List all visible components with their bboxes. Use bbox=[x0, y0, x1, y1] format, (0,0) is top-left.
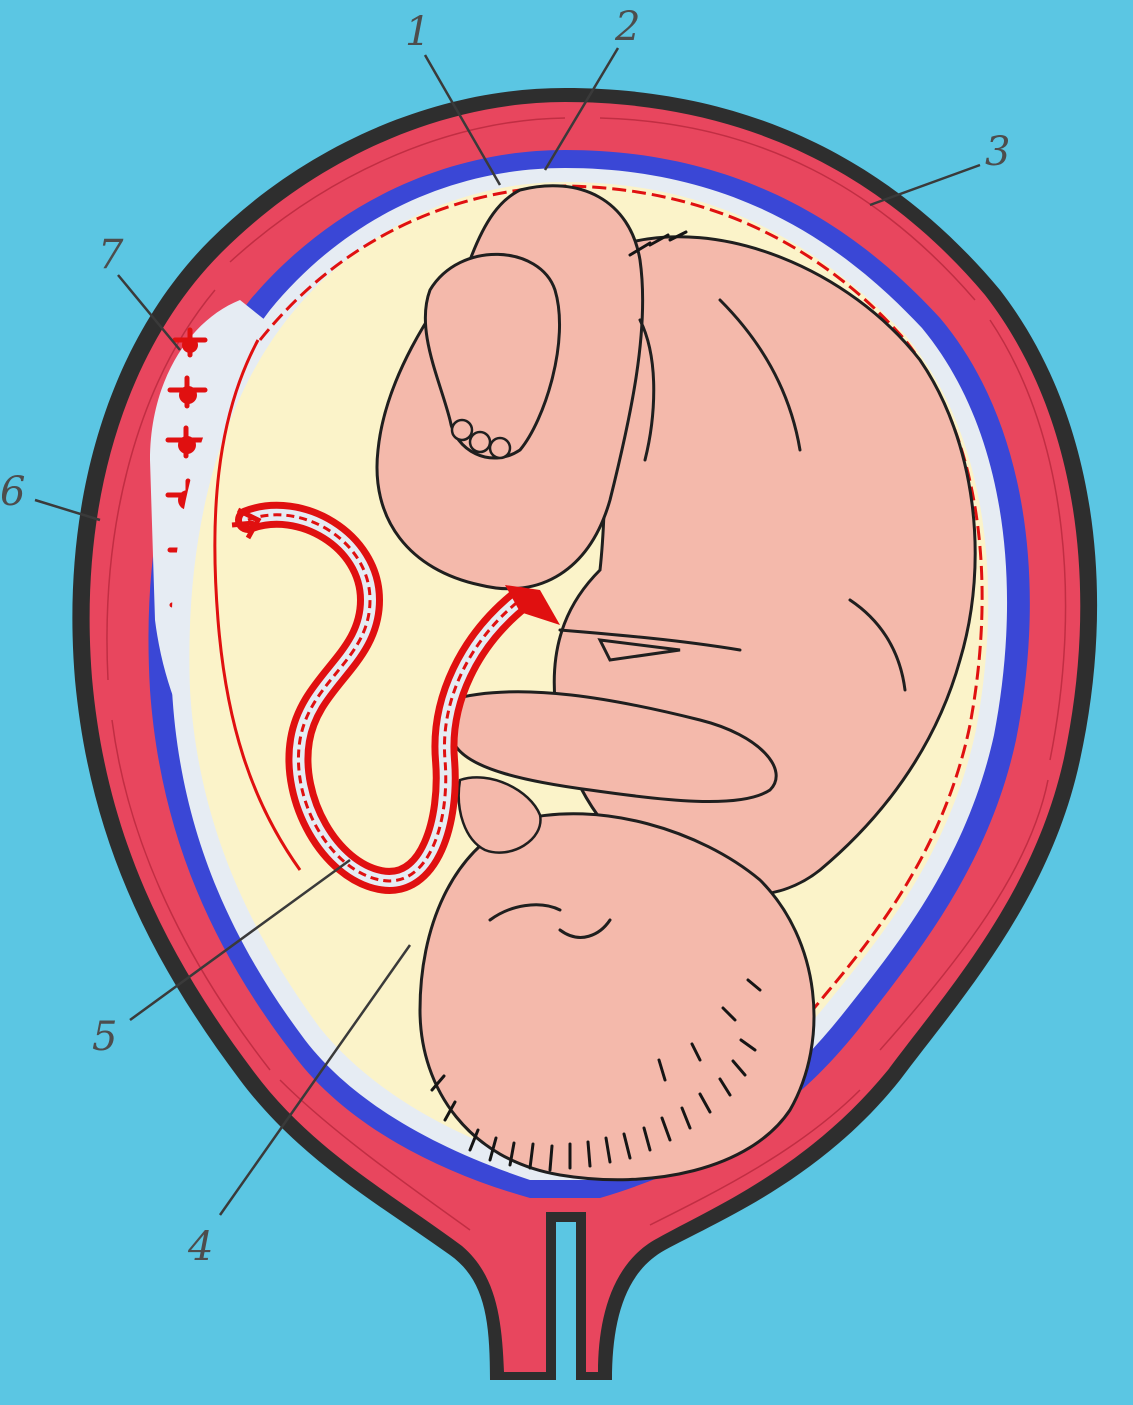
callout-label-3: 3 bbox=[985, 129, 1010, 175]
callout-label-6: 6 bbox=[0, 469, 25, 515]
callout-label-5: 5 bbox=[92, 1014, 117, 1060]
callout-label-2: 2 bbox=[614, 4, 640, 50]
callout-label-4: 4 bbox=[187, 1224, 213, 1270]
callout-label-1: 1 bbox=[405, 9, 430, 55]
callout-label-7: 7 bbox=[98, 232, 124, 278]
